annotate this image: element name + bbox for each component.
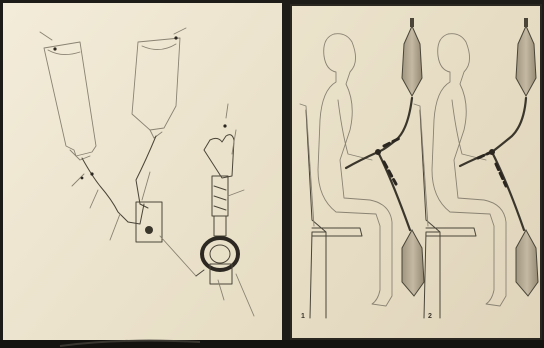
marker-dot	[174, 36, 177, 39]
marker-dot	[53, 47, 56, 50]
marker-dot	[81, 177, 84, 180]
equipment-panel	[3, 3, 282, 341]
marker-dot	[223, 124, 226, 127]
positions-panel: 1 2	[291, 5, 541, 339]
position-number-1: 1	[301, 313, 305, 320]
marker-dot	[90, 172, 93, 175]
position-number-2: 2	[428, 313, 432, 320]
